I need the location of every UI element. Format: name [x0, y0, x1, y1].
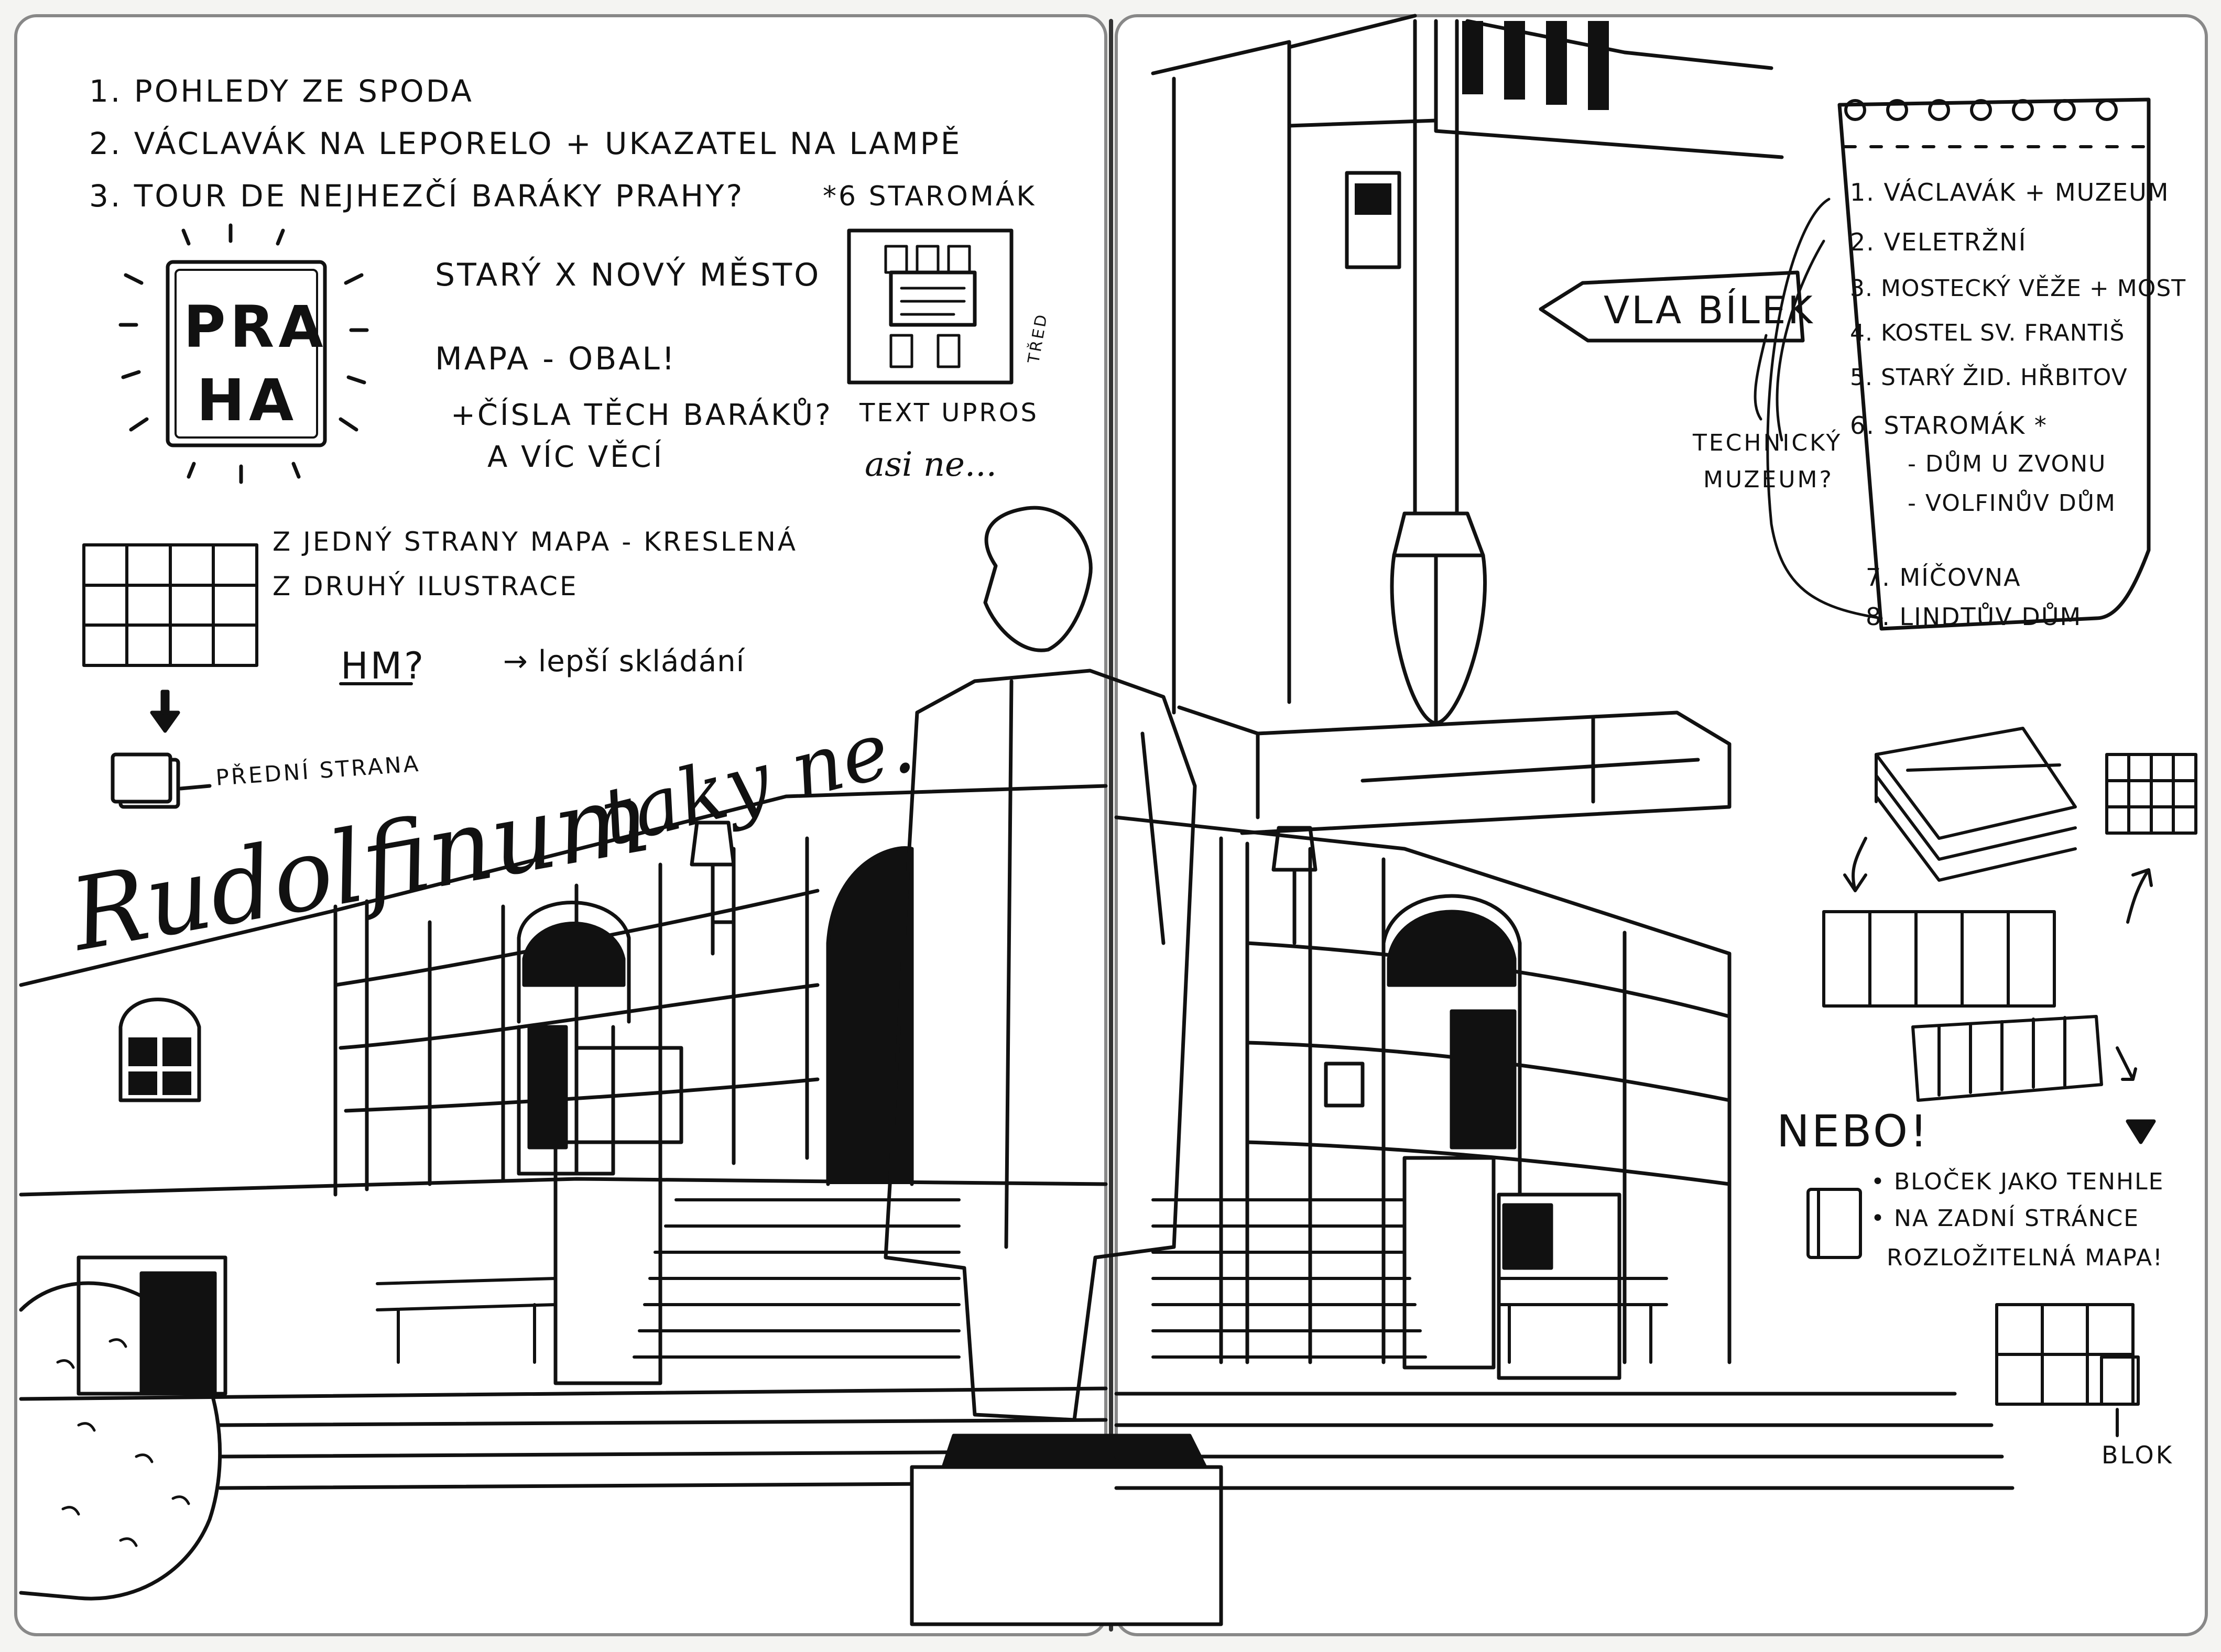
- small-grid-top: [2105, 753, 2197, 835]
- blocek-line-2: • NA ZADNÍ STRÁNCE: [1871, 1205, 2140, 1232]
- asi-ne-note: asi ne...: [865, 445, 997, 484]
- list-item-5: 5. STARÝ ŽID. HŘBITOV: [1850, 364, 2128, 391]
- staromak-thumbnail: [847, 228, 1014, 385]
- list-item-2: 2. VELETRŽNÍ: [1850, 228, 2027, 256]
- list-item-4: 4. KOSTEL SV. FRANTIŠ: [1850, 320, 2125, 346]
- druhy-ilustrace: Z DRUHÝ ILUSTRACE: [273, 571, 579, 601]
- technicky-pointer: [1754, 334, 1768, 421]
- list-item-1: 1. VÁCLAVÁK + MUZEUM: [1850, 178, 2170, 206]
- list-item-3: 3. MOSTECKÝ VĚŽE + MOST: [1850, 275, 2186, 302]
- left-page: [14, 14, 1107, 1636]
- note-3: 3. TOUR DE NEJHEZČÍ BARÁKY PRAHY?: [89, 178, 745, 214]
- list-item-6a: - DŮM U ZVONU: [1908, 451, 2107, 477]
- text-upros: TEXT UPROS: [859, 398, 1039, 428]
- note-1: 1. POHLEDY ZE SPODA: [89, 73, 474, 109]
- down-arrow: [150, 690, 180, 733]
- blocek-line-3: ROZLOŽITELNÁ MAPA!: [1887, 1244, 2163, 1271]
- list-item-8: 8. LINDTŮV DŮM: [1866, 603, 2082, 631]
- folded-strip: [1911, 1015, 2103, 1102]
- staromak-label: *6 STAROMÁK: [823, 181, 1037, 212]
- blocek-line-1: • BLOČEK JAKO TENHLE: [1871, 1168, 2164, 1195]
- technicky-line-2: MUZEUM?: [1703, 466, 1834, 493]
- praha-line-1: PRA: [183, 293, 328, 360]
- notepad: [1766, 97, 2151, 631]
- map-grid-blok: [1995, 1303, 2140, 1437]
- rudolfinum-right: [1114, 815, 2015, 1490]
- fold-grid: [82, 543, 258, 667]
- lepsi-skladani: → lepší skládání: [503, 644, 745, 679]
- arrow-down-left: [1843, 837, 1867, 892]
- technicky-line-1: TECHNICKÝ: [1693, 430, 1843, 456]
- list-item-7: 7. MÍČOVNA: [1866, 563, 2021, 592]
- front-page-icon: [111, 752, 212, 809]
- arrow-up-right: [2126, 868, 2153, 924]
- jedny-strany: Z JEDNÝ STRANY MAPA - KRESLENÁ: [273, 527, 798, 557]
- vic-veci: A VÍC VĚCÍ: [487, 440, 665, 474]
- right-page: [1115, 14, 2208, 1636]
- vla-bilek-sign: [1539, 270, 1805, 343]
- cisla-baraku: +ČÍSLA TĚCH BARÁKŮ?: [451, 398, 833, 432]
- tower-building: [1151, 14, 1784, 835]
- statue-figure: [884, 506, 1223, 1626]
- arrow-down-right: [2116, 1046, 2137, 1081]
- praha-sign: [118, 223, 369, 484]
- triangle-marker: [2126, 1119, 2156, 1144]
- booklet-icon: [1806, 1188, 1862, 1259]
- list-item-6: 6. STAROMÁK *: [1850, 411, 2048, 440]
- list-item-6b: - VOLFINŮV DŮM: [1908, 490, 2116, 517]
- blok-label: BLOK: [2102, 1441, 2174, 1469]
- praha-line-2: HA: [197, 367, 298, 434]
- strip-grid: [1822, 910, 2056, 1008]
- stary-novy: STARÝ X NOVÝ MĚSTO: [435, 257, 821, 293]
- vla-bilek-label: VLA BÍLEK: [1604, 288, 1815, 332]
- fold-stack: [1875, 727, 2077, 882]
- note-2: 2. VÁCLAVÁK NA LEPORELO + UKAZATEL NA LA…: [89, 126, 962, 161]
- rudolfinum-left: [19, 784, 1108, 1601]
- hm-question: HM?: [341, 644, 426, 687]
- nebo-label: NEBO!: [1777, 1106, 1930, 1157]
- mapa-obal: MAPA - OBAL!: [435, 341, 677, 377]
